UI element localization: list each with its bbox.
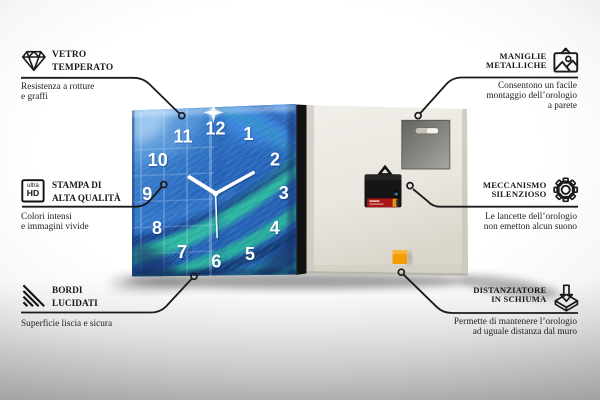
svg-text:8: 8 (152, 218, 162, 238)
svg-text:10: 10 (148, 150, 168, 170)
svg-text:9: 9 (143, 185, 153, 205)
svg-text:3: 3 (280, 185, 290, 205)
svg-text:6: 6 (211, 252, 221, 272)
svg-text:11: 11 (173, 126, 192, 146)
svg-text:7: 7 (177, 242, 187, 262)
svg-text:9: 9 (142, 184, 152, 204)
svg-text:4: 4 (271, 219, 281, 239)
svg-text:7: 7 (178, 243, 188, 263)
svg-text:2: 2 (270, 150, 280, 170)
svg-text:11: 11 (175, 128, 194, 148)
svg-text:12: 12 (207, 120, 227, 140)
svg-text:4: 4 (270, 218, 280, 238)
svg-text:3: 3 (279, 183, 289, 203)
svg-text:5: 5 (245, 244, 255, 264)
svg-text:8: 8 (153, 219, 163, 239)
svg-text:2: 2 (271, 151, 281, 171)
svg-text:1: 1 (244, 126, 254, 146)
svg-text:6: 6 (212, 253, 222, 273)
svg-text:10: 10 (149, 151, 169, 171)
svg-text:1: 1 (243, 124, 253, 144)
svg-text:12: 12 (205, 118, 225, 138)
svg-text:5: 5 (246, 245, 256, 265)
